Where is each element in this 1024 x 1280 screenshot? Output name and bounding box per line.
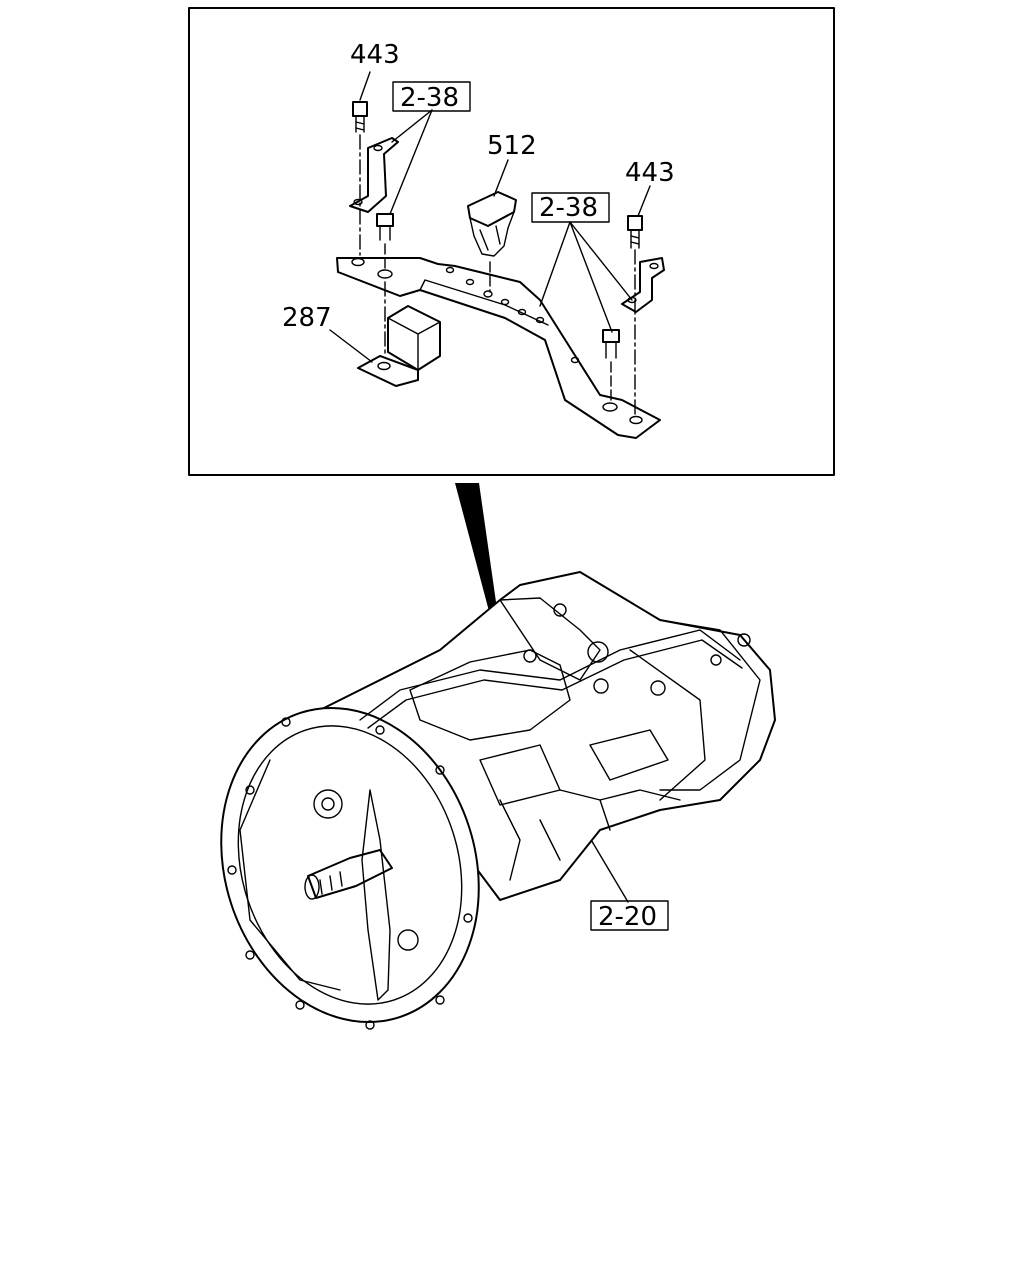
l-bracket-right bbox=[621, 257, 665, 313]
detail-inset-frame bbox=[188, 7, 835, 476]
callout-clip: 512 bbox=[487, 131, 537, 161]
callout-rubber-block: 287 bbox=[282, 303, 332, 333]
ref-box-right bbox=[531, 192, 610, 223]
leader-wedge bbox=[455, 483, 500, 630]
callout-bracket-ref-left: 2-38 bbox=[400, 83, 459, 113]
crossmember-bracket bbox=[336, 257, 661, 439]
short-bolt-icon bbox=[602, 329, 620, 403]
bolt-icon bbox=[627, 215, 643, 416]
bracket-hole bbox=[351, 257, 365, 267]
callout-bolt-left: 443 bbox=[350, 40, 400, 70]
leader-lines bbox=[329, 71, 651, 903]
ref-box-transmission bbox=[590, 900, 669, 931]
l-bracket-left bbox=[349, 137, 399, 213]
callout-bracket-ref-right: 2-38 bbox=[539, 193, 598, 223]
ref-box-left bbox=[392, 81, 471, 112]
clip-icon bbox=[467, 191, 517, 293]
callout-bolt-right: 443 bbox=[625, 158, 675, 188]
input-shaft bbox=[307, 849, 393, 899]
rubber-block-icon bbox=[357, 305, 441, 387]
short-bolt-icon bbox=[376, 213, 394, 356]
transmission-assembly bbox=[220, 571, 776, 1030]
callout-transmission-ref: 2-20 bbox=[598, 902, 657, 932]
bolt-icon bbox=[352, 101, 368, 256]
bracket-hole bbox=[377, 269, 393, 279]
